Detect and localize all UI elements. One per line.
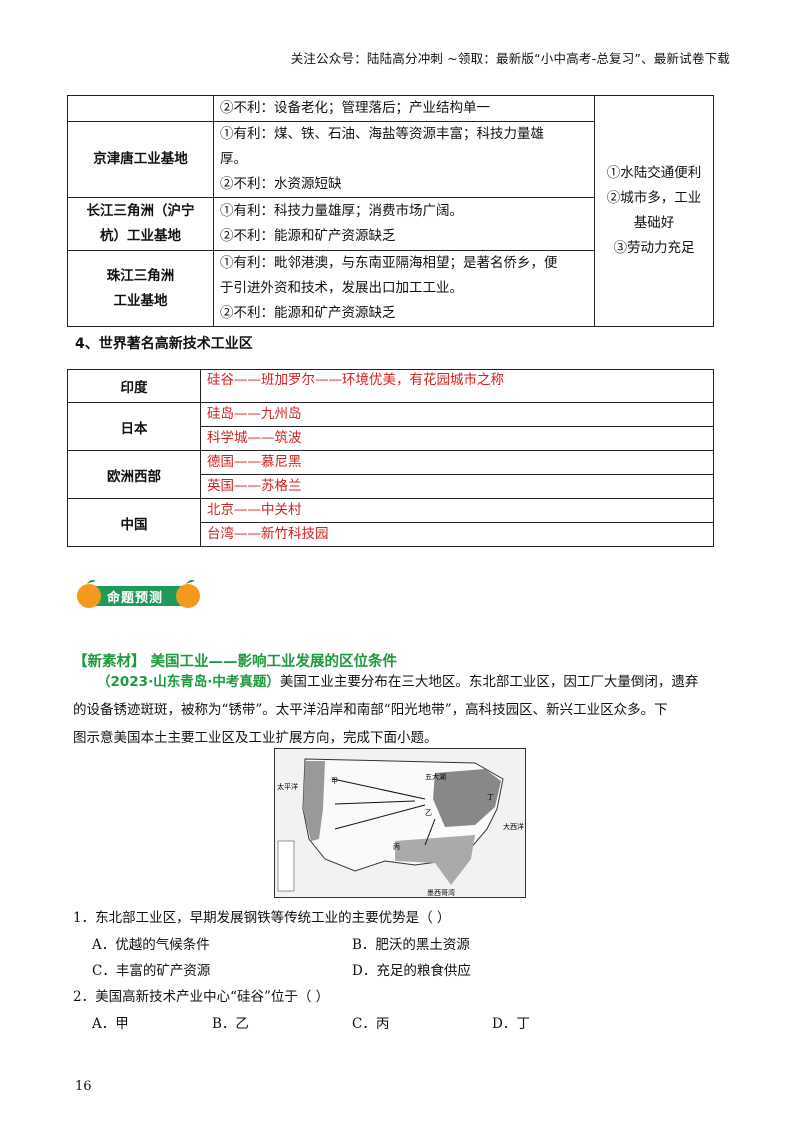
table1-common-advantages: ①水陆交通便利 ②城市多，工业 基础好 ③劳动力充足 (594, 95, 714, 327)
question-2-stem: 2．美国高新技术产业中心“硅谷”位于（ ） (73, 989, 330, 1005)
table1-desc-cell: ②不利：设备老化；管理落后；产业结构单一 (213, 95, 595, 122)
us-industry-map: 太平洋 五大湖 墨西哥湾 大西洋 甲 乙 丙 丁 (274, 748, 526, 898)
map-label: 五大湖 (425, 772, 446, 781)
map-label: 乙 (425, 809, 432, 817)
q1-option-b[interactable]: B．肥沃的黑土资源 (352, 937, 470, 953)
table1-name-cell (67, 95, 214, 122)
q1-option-d[interactable]: D．充足的粮食供应 (352, 963, 471, 979)
table1-desc-cell: ①有利：毗邻港澳，与东南亚隔海相望；是著名侨乡，便 于引进外资和技术，发展出口加… (213, 250, 595, 327)
hightech-item: 科学城——筑波 (200, 426, 714, 451)
q2-option-d[interactable]: D．丁 (492, 1016, 530, 1032)
hightech-item: 硅谷——班加罗尔——环境优美，有花园城市之称 (200, 369, 714, 403)
hightech-item: 硅岛——九州岛 (200, 402, 714, 427)
hightech-item: 台湾——新竹科技园 (200, 522, 714, 547)
hightech-item: 德国——慕尼黑 (200, 450, 714, 475)
hightech-item: 英国——苏格兰 (200, 474, 714, 499)
q2-option-b[interactable]: B．乙 (212, 1016, 249, 1032)
industrial-base-table: ②不利：设备老化；管理落后；产业结构单一 ①水陆交通便利 ②城市多，工业 基础好… (67, 95, 714, 327)
hightech-item: 北京——中关村 (200, 498, 714, 523)
question-intro: （2023·山东青岛·中考真题）美国工业主要分布在三大地区。东北部工业区，因工厂… (73, 674, 699, 746)
new-material-title: 【新素材】 美国工业——影响工业发展的区位条件 (73, 654, 398, 670)
badge-label: 命题预测 (107, 591, 164, 606)
country-cell: 欧洲西部 (67, 450, 201, 499)
map-label: 甲 (331, 777, 338, 785)
table1-name-jingjintang: 京津唐工业基地 (67, 121, 214, 198)
q2-option-c[interactable]: C．丙 (352, 1016, 390, 1032)
orange-badge-icon (77, 580, 200, 608)
table1-name-changjiang: 长江三角洲（沪宁 杭）工业基地 (67, 197, 214, 251)
prediction-badge: 命题预测 (77, 578, 201, 610)
map-illustration: 太平洋 五大湖 墨西哥湾 大西洋 甲 乙 丙 丁 (275, 749, 525, 897)
map-label: 大西洋 (503, 822, 524, 831)
country-cell: 印度 (67, 369, 201, 403)
table1-desc-cell: ①有利：科技力量雄厚；消费市场广阔。 ②不利：能源和矿产资源缺乏 (213, 197, 595, 251)
section-heading: 4、世界著名高新技术工业区 (75, 336, 253, 352)
page-number: 16 (75, 1079, 92, 1094)
q1-option-c[interactable]: C．丰富的矿产资源 (92, 963, 211, 979)
country-cell: 中国 (67, 498, 201, 547)
map-label: 太平洋 (277, 782, 298, 791)
page-header: 关注公众号：陆陆高分冲刺 ~领取：最新版“小中高考-总复习”、最新试卷下载 (290, 51, 730, 66)
map-label: 丙 (393, 843, 400, 851)
q1-option-a[interactable]: A．优越的气候条件 (92, 937, 210, 953)
map-label: 墨西哥湾 (427, 888, 455, 897)
table1-name-zhujiang: 珠江三角洲 工业基地 (67, 250, 214, 327)
table1-desc-cell: ①有利：煤、铁、石油、海盐等资源丰富；科技力量雄 厚。 ②不利：水资源短缺 (213, 121, 595, 198)
map-label: 丁 (487, 793, 494, 801)
q2-option-a[interactable]: A．甲 (92, 1016, 129, 1032)
question-source: （2023·山东青岛·中考真题） (97, 674, 280, 690)
country-cell: 日本 (67, 402, 201, 451)
question-1-stem: 1．东北部工业区，早期发展钢铁等传统工业的主要优势是（ ） (73, 910, 451, 926)
hightech-table: 印度 硅谷——班加罗尔——环境优美，有花园城市之称 日本 硅岛——九州岛 科学城… (67, 369, 714, 547)
